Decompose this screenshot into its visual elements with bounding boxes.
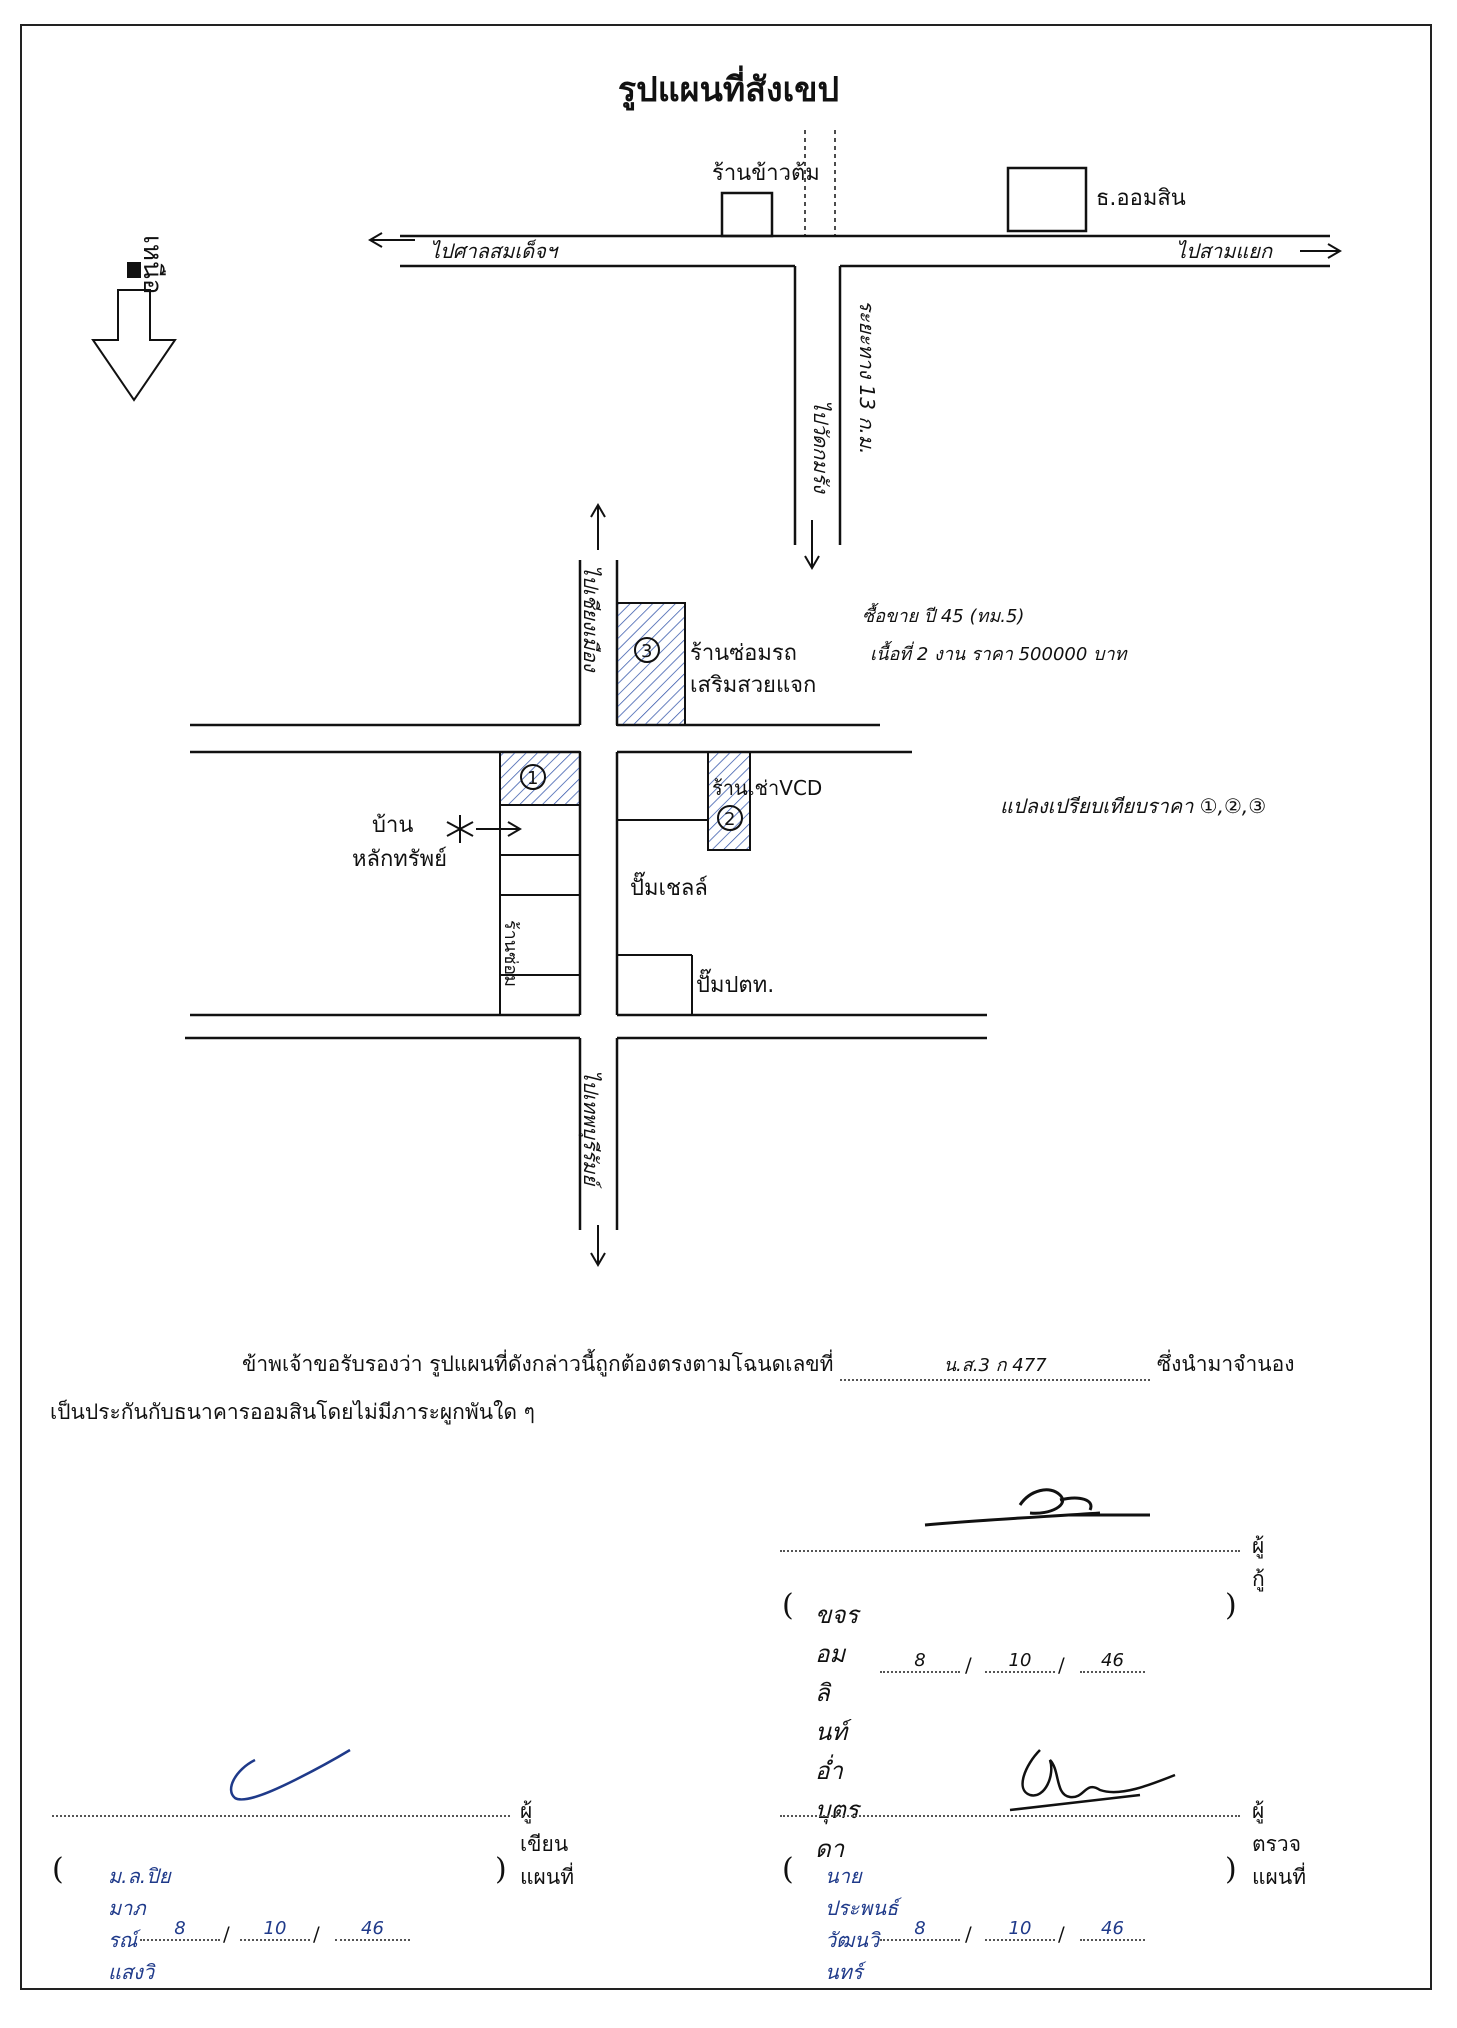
plot-2 (707, 751, 751, 851)
plot-1-marker: 1 (527, 768, 538, 789)
bank-box (1006, 166, 1088, 233)
road-south-top-label: ไปวัดกมรัง (809, 400, 833, 494)
inspector-signature-icon (1009, 1749, 1176, 1812)
lower-road-arrows (590, 503, 606, 1267)
borrower-name: ขจรอมลินท์ อ่ำบุตรดา (815, 1601, 859, 1863)
plot-1 (499, 751, 581, 806)
house-label-1: บ้าน (372, 813, 413, 838)
lower-roads (185, 560, 987, 1230)
distance-label: ระยะทาง 13 ก.ม. (855, 300, 879, 454)
road-north-label: ไปเชียงเมือง (579, 565, 603, 673)
inspector-date-day: 8 (880, 1918, 960, 1941)
house-arrow-icon (476, 821, 522, 837)
cert-text-before: ข้าพเจ้าขอรับรองว่า รูปแผนที่ดังกล่าวนี้… (242, 1352, 834, 1376)
plot-3 (616, 602, 686, 726)
road-south-bottom-label: ไปเทพบุรีรัมย์ (578, 1070, 603, 1189)
drawer-name: ม.ล.ปิยมาภรณ์ แสงวิ (108, 1864, 171, 1984)
house-label-2: หลักทรัพย์ (352, 847, 447, 872)
drawer-role: ผู้เขียนแผนที่ (520, 1799, 575, 1889)
vcd-shop-label: ร้านเช่าVCD (712, 776, 822, 800)
pump-ptt-label: ปั๊มปตท. (696, 968, 774, 998)
pump-shell-label: ปั๊มเชลล์ (630, 871, 708, 901)
road-west-label: ไปศาลสมเด็จฯ (430, 239, 559, 263)
north-arrow-icon (91, 262, 177, 402)
rice-shop-box (720, 191, 774, 238)
plot-2-marker: 2 (724, 809, 735, 830)
cert-line-2: เป็นประกันกับธนาคารออมสินโดยไม่มีภาระผูก… (50, 1400, 535, 1424)
borrower-date-month: 10 (985, 1650, 1055, 1673)
shop-3-label: ร้านซ่อมรถ (690, 641, 797, 666)
plot-3-marker: 3 (641, 641, 652, 662)
borrower-signature-icon (924, 1488, 1150, 1527)
east-block (617, 819, 708, 1015)
sketch-map: เหนือ ร้านข้าวต้ม ธ.ออมสิน ไปศาลสมเด็จฯ … (91, 130, 1342, 1267)
compare-note: แปลงเปรียบเทียบราคา ①,②,③ (1000, 794, 1266, 818)
borrower-date-year: 46 (1080, 1650, 1145, 1673)
bank-label: ธ.ออมสิน (1096, 186, 1186, 211)
page-title: รูปแผนที่สังเขป (617, 70, 840, 110)
deed-number: น.ส.3 ก 477 (840, 1353, 1151, 1381)
north-label: เหนือ (137, 235, 167, 294)
inspector-date-month: 10 (985, 1918, 1055, 1941)
sale-note-2: เนื้อที่ 2 งาน ราคา 500000 บาท (870, 640, 1129, 665)
shop-3b-label: เสริมสวยแจก (690, 673, 816, 698)
top-road-arrows (368, 232, 1342, 570)
sale-note-1: ซื้อขาย ปี 45 (ทม.5) (862, 602, 1024, 627)
repair-shop-label: ร้านซ่อม (500, 920, 521, 987)
borrower-role: ผู้กู้ (1252, 1534, 1265, 1591)
inspector-role: ผู้ตรวจแผนที่ (1252, 1799, 1307, 1889)
cert-text-after: ซึ่งนำมาจำนอง (1156, 1352, 1295, 1376)
asterisk-icon (446, 815, 474, 843)
borrower-date-day: 8 (880, 1650, 960, 1673)
top-road (400, 234, 1330, 545)
drawer-date-year: 46 (335, 1918, 410, 1941)
rice-shop-label: ร้านข้าวต้ม (712, 161, 820, 186)
inspector-date-year: 46 (1080, 1918, 1145, 1941)
road-east-label: ไปสามแยก (1176, 239, 1273, 263)
drawer-signature-icon (229, 1748, 351, 1801)
page-border (20, 24, 1432, 1990)
drawer-date-day: 8 (140, 1918, 220, 1941)
certification-text: ข้าพเจ้าขอรับรองว่า รูปแผนที่ดังกล่าวนี้… (50, 1340, 1410, 1436)
drawer-date-month: 10 (240, 1918, 310, 1941)
inspector-name: นายประพนธ์ วัฒนวินทร์ (825, 1864, 899, 1984)
